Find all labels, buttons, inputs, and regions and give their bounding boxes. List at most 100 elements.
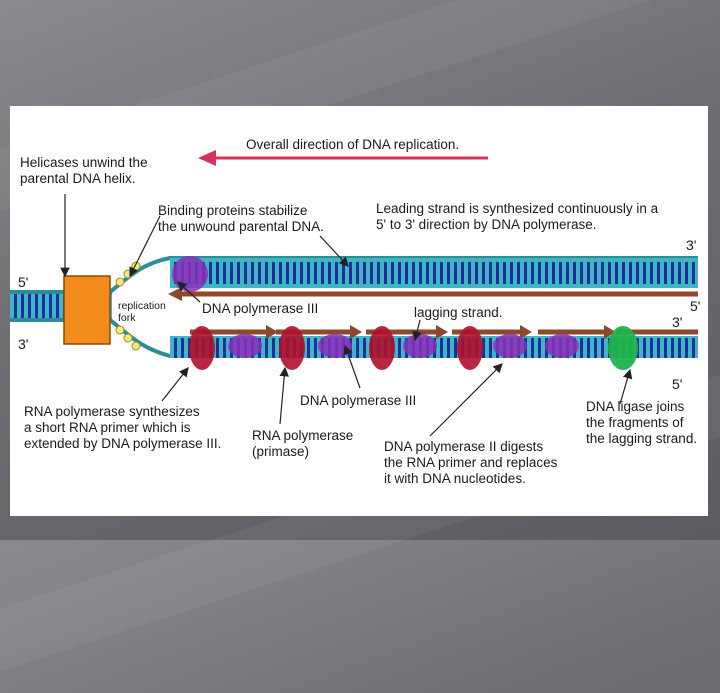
base-pair-rung (545, 262, 548, 284)
base-pair-rung (363, 338, 366, 358)
base-pair-rung (440, 262, 443, 284)
base-pair-rung (356, 338, 359, 358)
base-pair-rung (594, 262, 597, 284)
base-pair-rung (363, 262, 366, 284)
base-pair-rung (223, 338, 226, 358)
base-pair-rung (251, 262, 254, 284)
binding-proteins-label: Binding proteins stabilize the unwound p… (158, 203, 324, 234)
rna-polymerase-primase (457, 326, 483, 370)
rna-polymerase-synthesizes-label: RNA polymerase synthesizes a short RNA p… (24, 404, 222, 451)
middle-5-prime-label: 5' (690, 298, 701, 314)
base-pair-rung (636, 262, 639, 284)
base-pair-rung (384, 262, 387, 284)
base-pair-rung (489, 262, 492, 284)
base-pair-rung (671, 338, 674, 358)
base-pair-rung (398, 338, 401, 358)
overall-direction-arrow (198, 150, 488, 166)
base-pair-rung (601, 262, 604, 284)
base-pair-rung (678, 338, 681, 358)
pointer-lines (60, 194, 633, 437)
base-pair-rung (328, 262, 331, 284)
base-pair-rung (433, 262, 436, 284)
binding-proteins (115, 261, 141, 351)
base-pair-rung (314, 338, 317, 358)
base-pair-rung (650, 338, 653, 358)
fragment-arrowhead (604, 325, 616, 339)
leading-strand (168, 287, 698, 301)
base-pair-rung (307, 338, 310, 358)
base-pair-rung (42, 294, 45, 318)
helicases-label: Helicases unwind the parental DNA helix. (20, 155, 148, 186)
base-pair-rung (650, 262, 653, 284)
binding-protein (115, 325, 125, 335)
rna-polymerase-primase-label: RNA polymerase (primase) (252, 428, 354, 459)
base-pair-rung (28, 294, 31, 318)
base-pair-rung (440, 338, 443, 358)
base-pair-rung (538, 338, 541, 358)
base-pair-rung (566, 262, 569, 284)
base-pair-rung (573, 262, 576, 284)
base-pair-rung (580, 262, 583, 284)
base-pair-rung (643, 262, 646, 284)
base-pair-rung (21, 294, 24, 318)
binding-protein (115, 277, 125, 287)
base-pair-rung (496, 262, 499, 284)
base-pair-rung (391, 262, 394, 284)
base-pair-rung (335, 262, 338, 284)
base-pair-rung (594, 338, 597, 358)
bottom-5-prime-label: 5' (672, 376, 683, 392)
base-pair-rung (286, 262, 289, 284)
base-pair-rung (657, 338, 660, 358)
base-pair-rung (209, 262, 212, 284)
base-pair-rung (181, 338, 184, 358)
base-pair-rung (398, 262, 401, 284)
base-pair-rung (412, 262, 415, 284)
base-pair-rung (307, 262, 310, 284)
base-pair-rung (56, 294, 59, 318)
base-pair-rung (293, 262, 296, 284)
base-pair-rung (265, 262, 268, 284)
helicase-block (63, 275, 111, 345)
base-pair-rung (342, 262, 345, 284)
base-pair-rung (216, 338, 219, 358)
rna-polymerase-primase (279, 326, 305, 370)
base-pair-rung (468, 262, 471, 284)
base-pair-rung (559, 262, 562, 284)
left-3-prime-label: 3' (18, 336, 29, 352)
dna-polymerase-iii-lagging (228, 334, 262, 358)
base-pair-rung (230, 262, 233, 284)
base-pair-rung (377, 262, 380, 284)
base-pair-rung (685, 338, 688, 358)
base-pair-rung (664, 262, 667, 284)
dna-polymerase-iii-lagging (493, 334, 527, 358)
base-pair-rung (349, 262, 352, 284)
base-pair-rung (482, 262, 485, 284)
base-pair-rung (356, 262, 359, 284)
base-pair-rung (461, 262, 464, 284)
base-pair-rung (279, 262, 282, 284)
base-pair-rung (314, 262, 317, 284)
slide: Overall direction of DNA replication. He… (10, 106, 708, 516)
base-pair-rung (531, 338, 534, 358)
base-pair-rung (671, 262, 674, 284)
dna-polymerase-iii-lagging (545, 334, 579, 358)
base-pair-rung (629, 262, 632, 284)
base-pair-rung (692, 338, 695, 358)
base-pair-rung (223, 262, 226, 284)
base-pair-rung (454, 262, 457, 284)
overall-direction-label: Overall direction of DNA replication. (246, 137, 460, 152)
base-pair-rung (657, 262, 660, 284)
base-pair-rung (321, 262, 324, 284)
base-pair-rung (482, 338, 485, 358)
base-pair-rung (643, 338, 646, 358)
base-pair-rung (510, 262, 513, 284)
base-pair-rung (538, 262, 541, 284)
dna-ligase (608, 326, 638, 370)
base-pair-rung (426, 262, 429, 284)
dna-polymerase-iii-lagging (403, 334, 437, 358)
base-pair-rung (447, 338, 450, 358)
base-pair-rung (489, 338, 492, 358)
base-pair-rung (531, 262, 534, 284)
replication-fork-label: replication fork (118, 300, 166, 324)
base-pair-rung (454, 338, 457, 358)
